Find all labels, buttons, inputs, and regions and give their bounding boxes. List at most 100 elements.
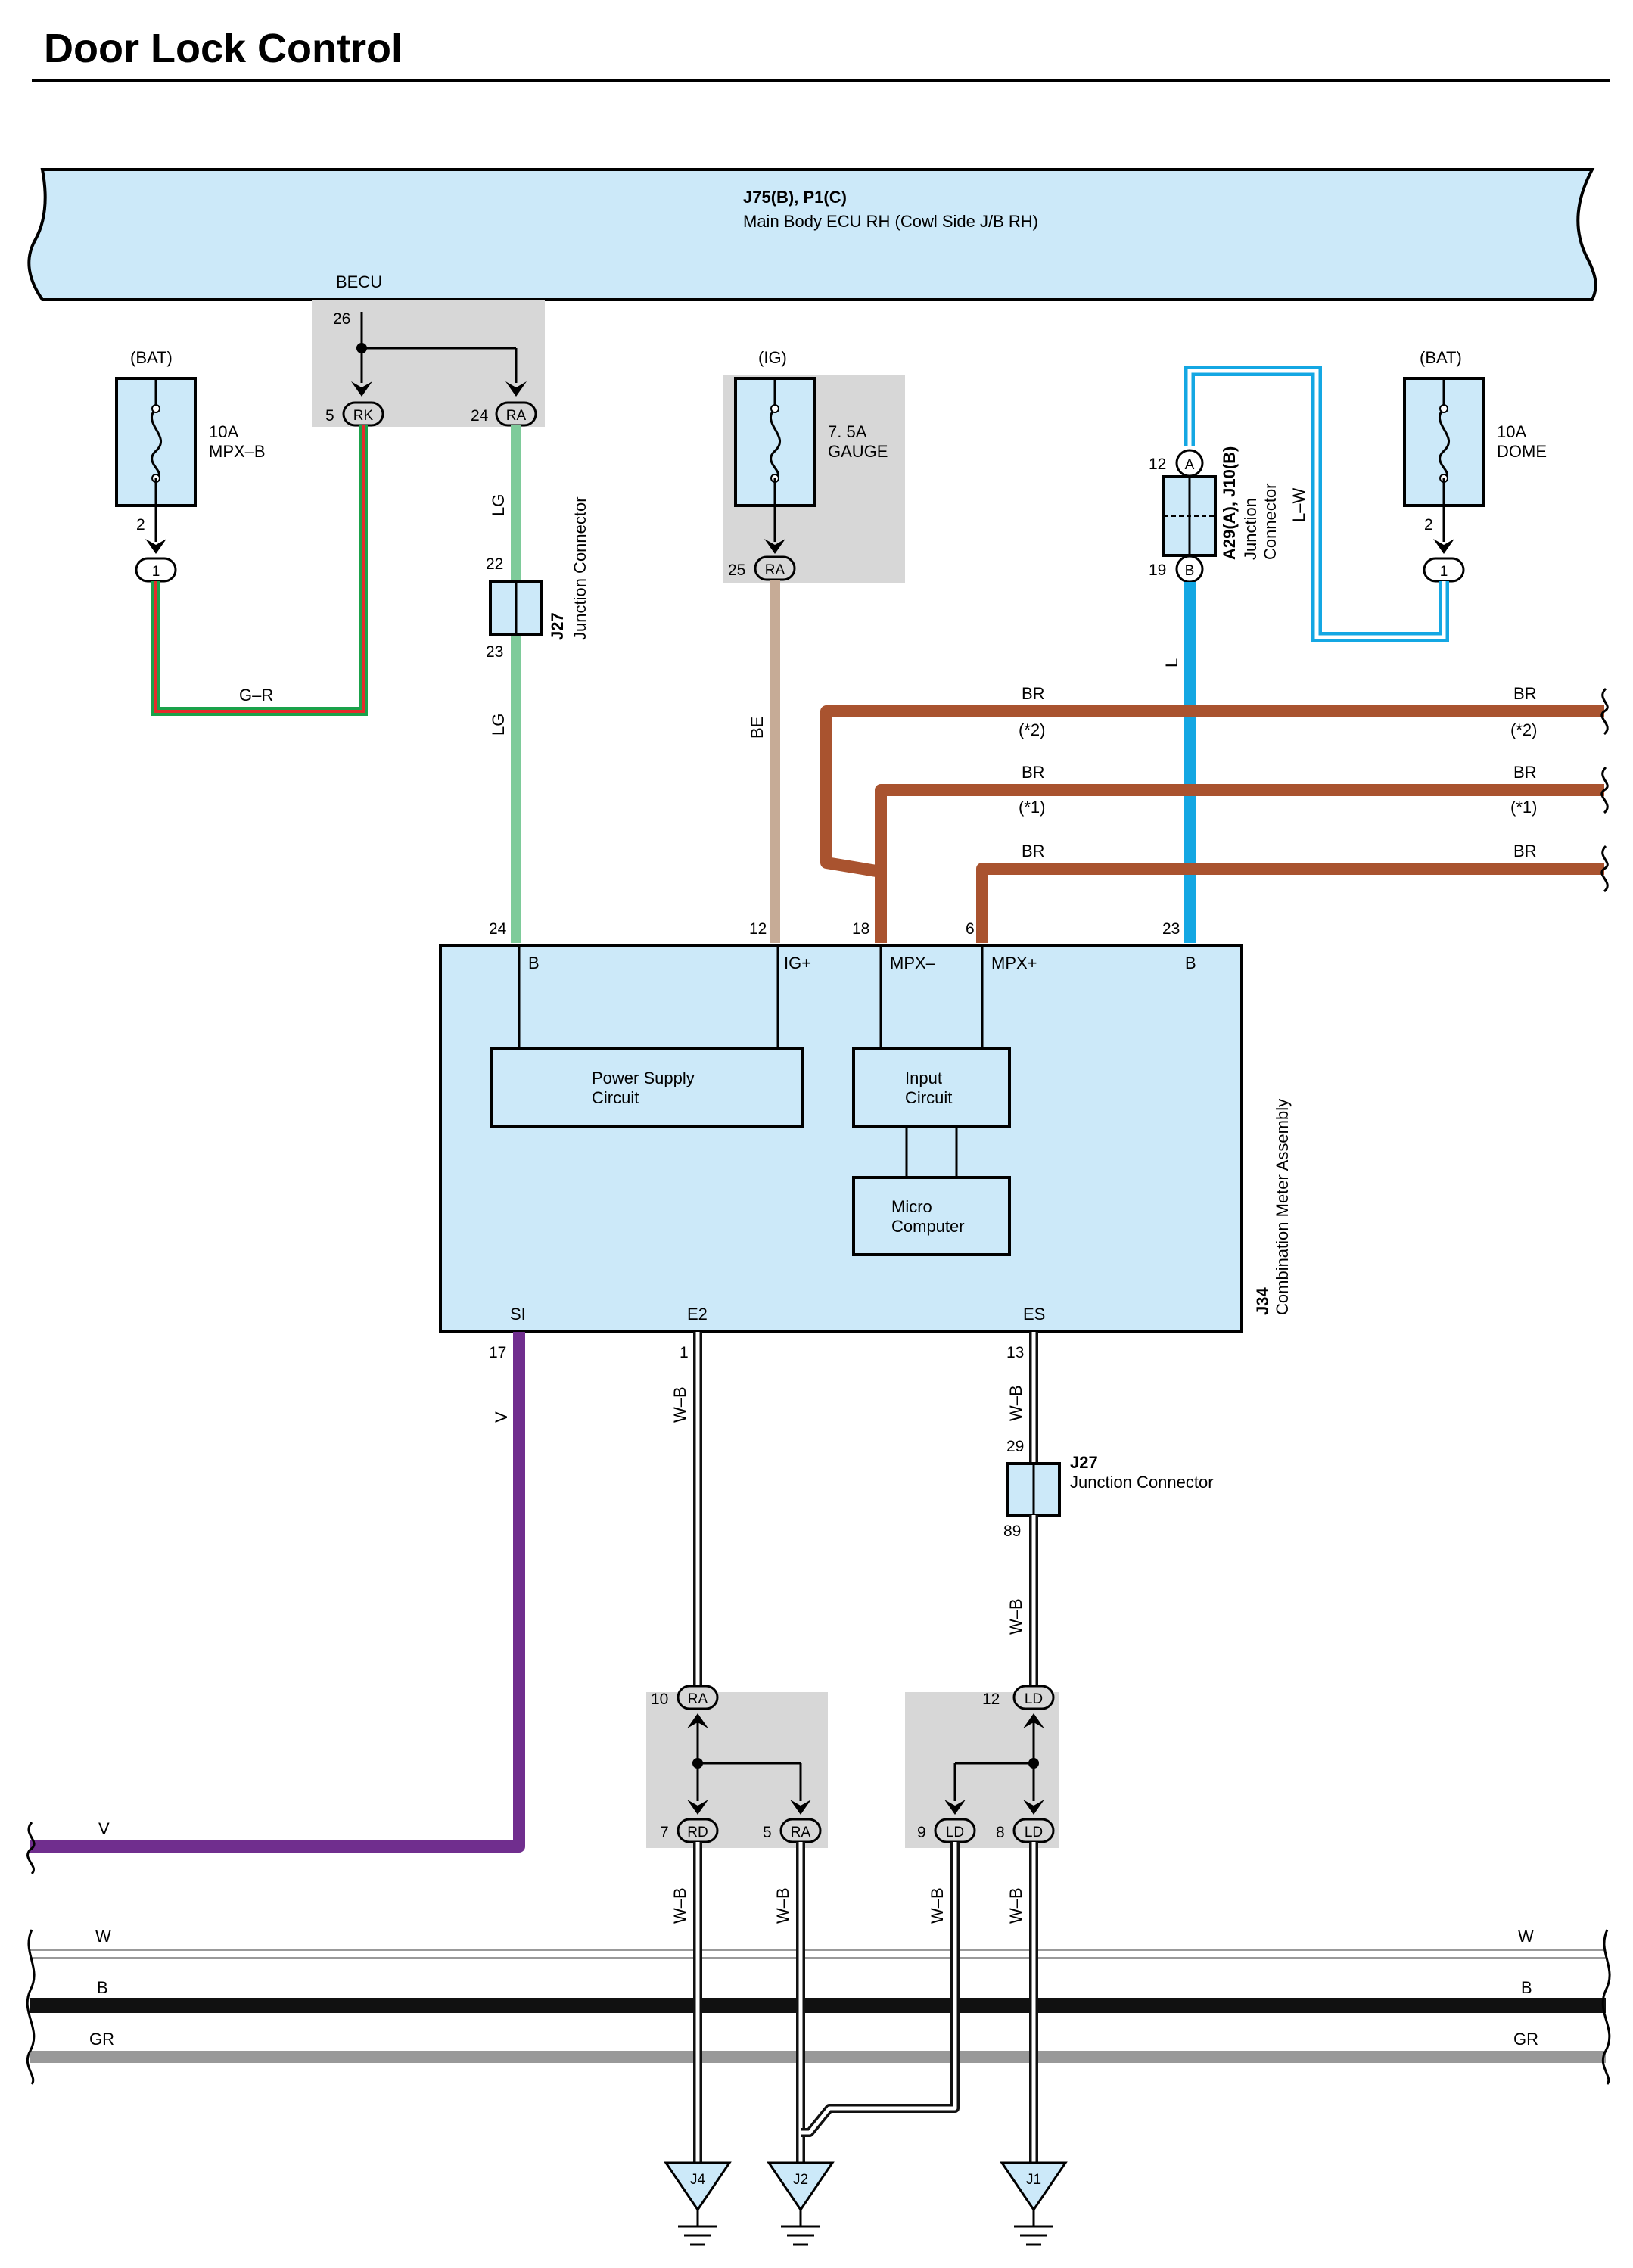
- connector-1-dome-label: 1: [1440, 564, 1448, 580]
- ld-group-arrow-up: [1023, 1713, 1044, 1728]
- fuse-gauge-dot-top: [770, 404, 779, 413]
- terminal-mpx-minus: MPX–: [890, 954, 936, 972]
- wire-l-w-inner: [1187, 369, 1446, 639]
- break-mark-br-1: [1600, 687, 1609, 736]
- ra-group-arrow-left: [687, 1800, 708, 1815]
- wire-label-wb-e2: W–B: [670, 1386, 689, 1423]
- note-1-a: (*1): [1019, 798, 1045, 817]
- becu-arrow-right: [505, 381, 527, 397]
- pin-26: 26: [333, 310, 350, 328]
- wire-label-wb-ra5: W–B: [773, 1887, 792, 1924]
- bus-label-b-left: B: [97, 1978, 108, 1997]
- connector-ra-5-label: RA: [791, 1825, 811, 1840]
- fuse-dome-source: (BAT): [1420, 348, 1462, 367]
- pin-8: 8: [996, 1824, 1005, 1841]
- pin-13: 13: [1006, 1344, 1024, 1361]
- a29-id: A29(A), J10(B): [1220, 446, 1239, 560]
- ld-group-arrow-right: [1023, 1800, 1044, 1815]
- connector-1-mpxb-label: 1: [152, 564, 160, 580]
- connector-ld-12-label: LD: [1025, 1691, 1043, 1707]
- pin-7: 7: [660, 1824, 669, 1841]
- break-mark-bus-left: [26, 1929, 36, 2085]
- connector-rk-label: RK: [353, 408, 374, 424]
- note-1-b: (*1): [1510, 798, 1537, 817]
- connector-ld-8-label: LD: [1025, 1825, 1043, 1840]
- ground-j1: [1000, 2161, 1068, 2246]
- fuse-mpxb-source: (BAT): [130, 348, 173, 367]
- note-2-b: (*2): [1510, 720, 1537, 739]
- wire-label-wb-ld9: W–B: [928, 1887, 947, 1924]
- j27-bottom-id: J27: [1070, 1453, 1098, 1472]
- terminal-es: ES: [1023, 1305, 1045, 1324]
- main-body-ecu-box: [27, 168, 1597, 301]
- bus-label-b-right: B: [1521, 1978, 1532, 1997]
- bus-label-w-left: W: [95, 1927, 111, 1946]
- pin-5-rk: 5: [325, 407, 334, 425]
- terminal-e2: E2: [687, 1305, 708, 1324]
- pin-29: 29: [1006, 1438, 1024, 1455]
- j27-bottom-name: Junction Connector: [1070, 1473, 1214, 1492]
- pin-6-meter: 6: [966, 920, 975, 938]
- connector-ra-10-label: RA: [688, 1691, 708, 1707]
- pin-17: 17: [489, 1344, 506, 1361]
- wire-label-wb-es-bottom: W–B: [1006, 1598, 1025, 1635]
- pin-89: 89: [1003, 1523, 1021, 1540]
- wire-br-2: [875, 784, 1604, 943]
- main-body-ecu-id: J75(B), P1(C): [743, 188, 847, 207]
- break-mark-v: [26, 1822, 36, 1875]
- connector-b-label: B: [1185, 563, 1195, 579]
- fuse-dome-rating: 10A: [1497, 422, 1526, 441]
- meter-name: Combination Meter Assembly: [1273, 1099, 1292, 1315]
- pin-23-meter: 23: [1162, 920, 1180, 938]
- pin-19-b: 19: [1149, 562, 1166, 579]
- becu-arrow-left: [351, 381, 372, 397]
- fuse-mpxb-element: [150, 407, 162, 480]
- fuse-mpxb-arrow: [145, 539, 166, 554]
- ground-j4-label: J4: [690, 2172, 706, 2188]
- wire-label-wb-ld8: W–B: [1006, 1887, 1025, 1924]
- wire-g-r-stripe: [154, 425, 365, 713]
- fuse-gauge-source: (IG): [758, 348, 787, 367]
- pin-5-ra: 5: [763, 1824, 772, 1841]
- pin-24-meter: 24: [489, 920, 507, 938]
- wire-br-3: [976, 863, 1604, 943]
- fuse-mpxb-dot-top: [151, 404, 160, 413]
- fuse-dome-arrow: [1433, 539, 1454, 554]
- wire-label-br-2a: BR: [1022, 763, 1045, 782]
- micro-line2: Computer: [891, 1217, 965, 1236]
- break-mark-bus-right: [1601, 1929, 1611, 2085]
- connector-ra-top-label: RA: [506, 408, 527, 424]
- j27-top-name: Junction Connector: [571, 496, 589, 640]
- wire-label-br-2b: BR: [1513, 763, 1537, 782]
- connector-ld-9-label: LD: [946, 1825, 964, 1840]
- ra-group-arrow-up: [687, 1713, 708, 1728]
- wire-label-br-1b: BR: [1513, 684, 1537, 703]
- pin-12-ld: 12: [982, 1691, 1000, 1708]
- fuse-dome-name: DOME: [1497, 442, 1547, 461]
- fuse-mpxb-name: MPX–B: [209, 442, 266, 461]
- fuse-dome-dot-top: [1439, 404, 1448, 413]
- pin-24-ra: 24: [471, 407, 489, 425]
- wire-wb-ld9-inner: [801, 1842, 957, 2135]
- wire-wb-ld9-outer: [801, 1842, 960, 2137]
- wire-label-v-top: V: [492, 1411, 511, 1423]
- pin-12-meter: 12: [749, 920, 767, 938]
- terminal-ig: IG+: [784, 954, 811, 972]
- bus-label-gr-right: GR: [1513, 2030, 1538, 2049]
- wire-label-v-left: V: [98, 1819, 110, 1838]
- page-title: Door Lock Control: [44, 26, 403, 71]
- wire-v: [30, 1332, 525, 1853]
- pin-18-meter: 18: [852, 920, 869, 938]
- fuse-gauge-element: [769, 407, 781, 480]
- wire-label-be: BE: [748, 717, 767, 739]
- connector-a-label: A: [1185, 457, 1195, 473]
- wire-label-g-r: G–R: [239, 686, 273, 705]
- wire-br-1: [820, 705, 1604, 943]
- connector-rd-7-label: RD: [687, 1825, 708, 1840]
- becu-label: BECU: [336, 272, 382, 291]
- wire-label-lg-top: LG: [489, 494, 508, 516]
- wire-label-wb-rd7: W–B: [670, 1887, 689, 1924]
- fuse-gauge-arrow: [764, 539, 785, 554]
- fuse-gauge-rating: 7. 5A: [828, 422, 867, 441]
